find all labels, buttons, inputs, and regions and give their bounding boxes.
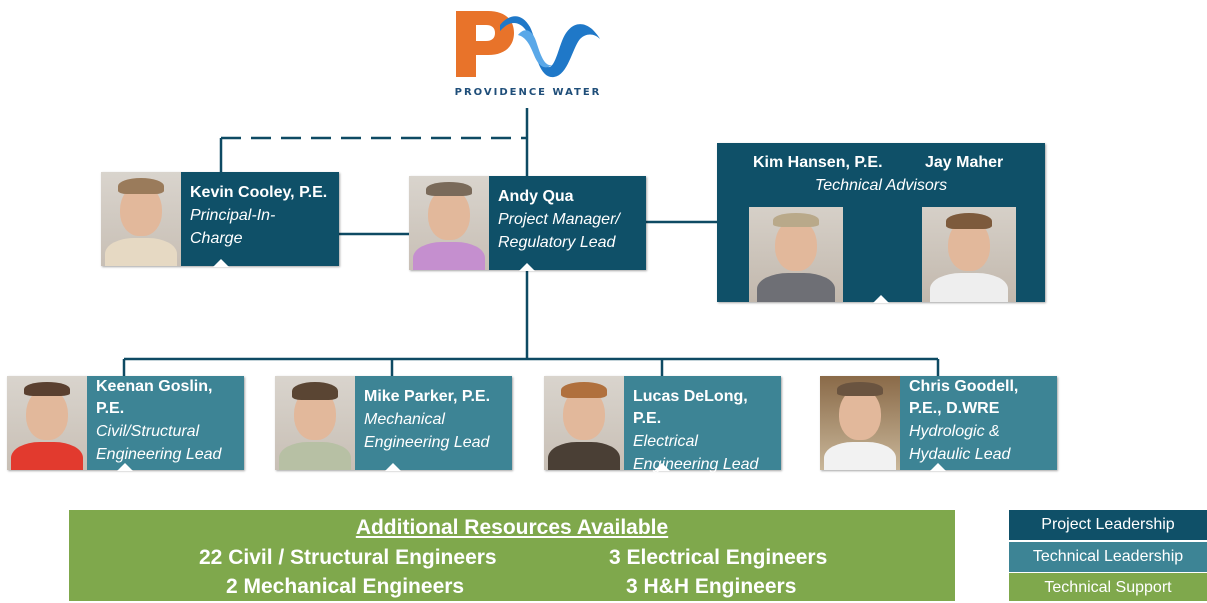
andy-name: Andy Qua — [498, 188, 574, 205]
mike-parker-card: Mike Parker, P.E. Mechanical Engineering… — [275, 376, 512, 471]
keenan-goslin-card: Keenan Goslin, P.E. Civil/Structural Eng… — [7, 376, 244, 471]
keenan-name-line2: P.E. — [96, 400, 125, 417]
kevin-cooley-photo — [101, 172, 181, 266]
mike-role-line2: Engineering Lead — [364, 434, 490, 451]
card-notch — [117, 463, 133, 471]
keenan-goslin-photo — [7, 376, 87, 470]
logo-text: PROVIDENCE WATER — [454, 87, 602, 98]
kevin-name: Kevin Cooley, P.E. — [190, 184, 328, 201]
resource-item: 3 H&H Engineers — [626, 575, 797, 598]
kevin-cooley-card: Kevin Cooley, P.E. Principal-In- Charge — [101, 172, 339, 267]
keenan-role-line1: Civil/Structural — [96, 423, 200, 440]
chris-name-line2: P.E., D.WRE — [909, 400, 1000, 417]
andy-qua-card: Andy Qua Project Manager/ Regulatory Lea… — [409, 176, 646, 271]
technical-advisors-card: Kim Hansen, P.E. Jay Maher Technical Adv… — [717, 143, 1045, 303]
pw-wave-logo-icon — [456, 11, 600, 78]
andy-role-line2: Regulatory Lead — [498, 234, 616, 251]
kevin-role-line1: Principal-In- — [190, 207, 276, 224]
chris-goodell-photo — [820, 376, 900, 470]
chris-name-line1: Chris Goodell, — [909, 378, 1019, 395]
card-notch — [213, 259, 229, 267]
legend-technical-support: Technical Support — [1009, 573, 1207, 601]
mike-role-line1: Mechanical — [364, 411, 445, 428]
jay-maher-name: Jay Maher — [925, 154, 1004, 171]
mike-name: Mike Parker, P.E. — [364, 388, 491, 405]
resources-title: Additional Resources Available — [355, 516, 669, 539]
card-notch — [385, 463, 401, 471]
legend-project-leadership: Project Leadership — [1009, 510, 1207, 540]
resource-item: 3 Electrical Engineers — [609, 546, 828, 569]
technical-advisors-title: Technical Advisors — [814, 177, 948, 194]
chris-role-line1: Hydrologic & — [909, 423, 1000, 440]
andy-qua-photo — [409, 176, 489, 270]
legend-technical-leadership: Technical Leadership — [1009, 542, 1207, 572]
kevin-role-line2: Charge — [190, 230, 243, 247]
lucas-name: Lucas DeLong, P.E. — [633, 388, 748, 427]
providence-water-logo: PROVIDENCE WATER — [448, 5, 608, 100]
lucas-delong-card: Lucas DeLong, P.E. Electrical Engineerin… — [544, 376, 781, 473]
additional-resources-panel: Additional Resources Available 22 Civil … — [69, 510, 955, 601]
lucas-role-line1: Electrical — [633, 433, 698, 450]
andy-role-line1: Project Manager/ — [498, 211, 620, 228]
kim-hansen-photo — [749, 207, 843, 302]
card-notch — [654, 463, 670, 471]
card-notch — [873, 295, 889, 303]
keenan-name-line1: Keenan Goslin, — [96, 378, 213, 395]
chris-role-line2: Hydaulic Lead — [909, 446, 1011, 463]
kim-hansen-name: Kim Hansen, P.E. — [753, 154, 883, 171]
card-notch — [930, 463, 946, 471]
keenan-role-line2: Engineering Lead — [96, 446, 222, 463]
mike-parker-photo — [275, 376, 355, 470]
lucas-delong-photo — [544, 376, 624, 470]
card-notch — [519, 263, 535, 271]
jay-maher-photo — [922, 207, 1016, 302]
resource-item: 22 Civil / Structural Engineers — [199, 546, 497, 569]
resource-item: 2 Mechanical Engineers — [226, 575, 465, 598]
chris-goodell-card: Chris Goodell, P.E., D.WRE Hydrologic & … — [820, 376, 1057, 471]
